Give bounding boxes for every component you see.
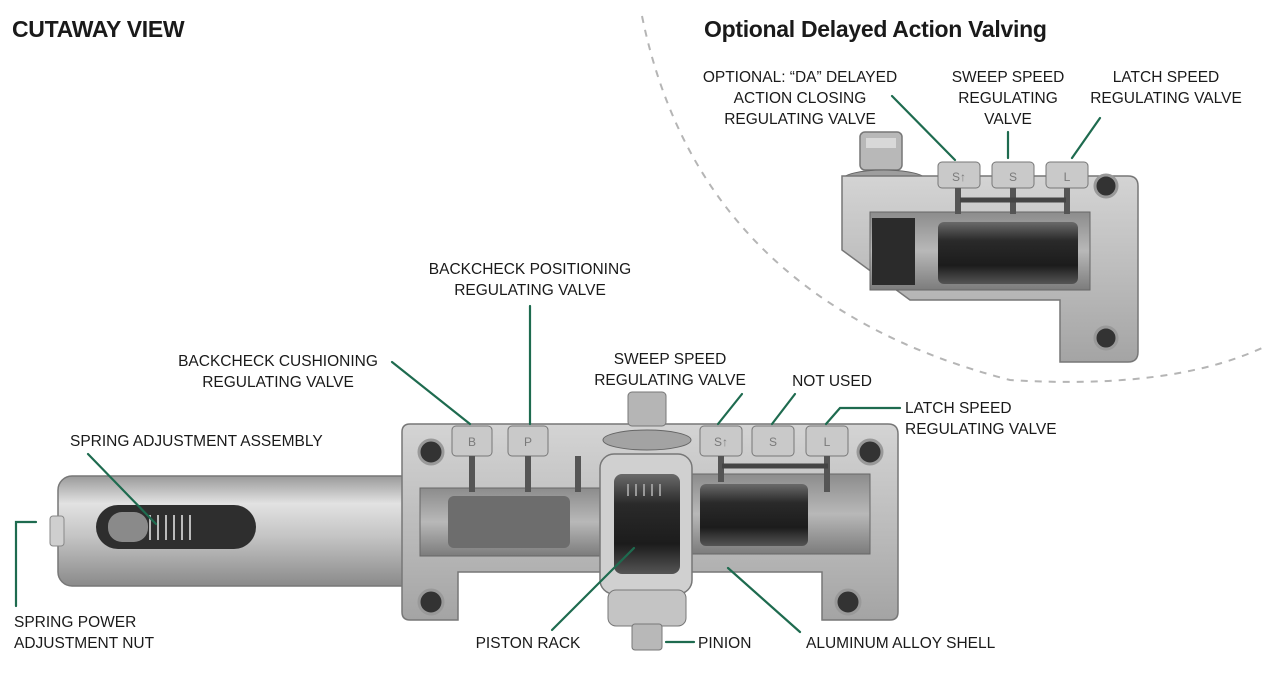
- inset-cap-letter-l: L: [1064, 170, 1071, 184]
- cap-letter-l: L: [824, 435, 831, 449]
- leader-shell: [726, 566, 802, 634]
- inset-cap-letter-s: S: [1009, 170, 1017, 184]
- label-spring-power-nut: SPRING POWER ADJUSTMENT NUT: [14, 614, 155, 652]
- leader-spring-adjustment: [86, 452, 158, 526]
- leader-latch: [824, 406, 902, 426]
- label-backcheck-positioning: BACKCHECK POSITIONING REGULATING VALVE: [428, 261, 632, 299]
- label-inset-sweep-valve: SWEEP SPEED REGULATING VALVE: [951, 69, 1065, 128]
- leader-spring-power-nut: [14, 520, 38, 608]
- leader-lines: [14, 94, 1102, 644]
- leader-not-used: [770, 392, 797, 426]
- optional-valving-heading: Optional Delayed Action Valving: [704, 16, 1047, 42]
- cap-letter-b: B: [468, 435, 476, 449]
- label-inset-da-valve: OPTIONAL: “DA” DELAYED ACTION CLOSING RE…: [702, 69, 898, 128]
- label-pinion: PINION: [698, 635, 752, 652]
- inset-cap-letter-sweep: S↑: [952, 170, 966, 184]
- label-inset-latch-valve: LATCH SPEED REGULATING VALVE: [1090, 69, 1242, 107]
- label-backcheck-cushioning: BACKCHECK CUSHIONING REGULATING VALVE: [178, 353, 378, 391]
- label-not-used: NOT USED: [792, 373, 872, 390]
- label-spring-adjustment: SPRING ADJUSTMENT ASSEMBLY: [70, 433, 323, 450]
- label-sweep-valve: SWEEP SPEED REGULATING VALVE: [594, 351, 746, 389]
- inset-divider-arc: [641, 15, 1263, 383]
- label-piston-rack: PISTON RACK: [475, 635, 581, 652]
- leader-piston-rack: [550, 546, 636, 632]
- leader-backcheck-cushioning: [390, 360, 472, 426]
- inset-valve-body: [841, 131, 1139, 363]
- cap-letter-sweep: S↑: [714, 435, 728, 449]
- label-shell: ALUMINUM ALLOY SHELL: [806, 635, 996, 652]
- leader-inset-latch: [1070, 116, 1102, 160]
- leader-inset-da: [890, 94, 957, 162]
- label-latch-valve: LATCH SPEED REGULATING VALVE: [905, 400, 1057, 438]
- cap-letter-p: P: [524, 435, 532, 449]
- main-closer-body: [49, 391, 899, 651]
- cap-letter-s: S: [769, 435, 777, 449]
- cutaway-view-heading: CUTAWAY VIEW: [12, 16, 185, 42]
- leader-sweep: [716, 392, 744, 426]
